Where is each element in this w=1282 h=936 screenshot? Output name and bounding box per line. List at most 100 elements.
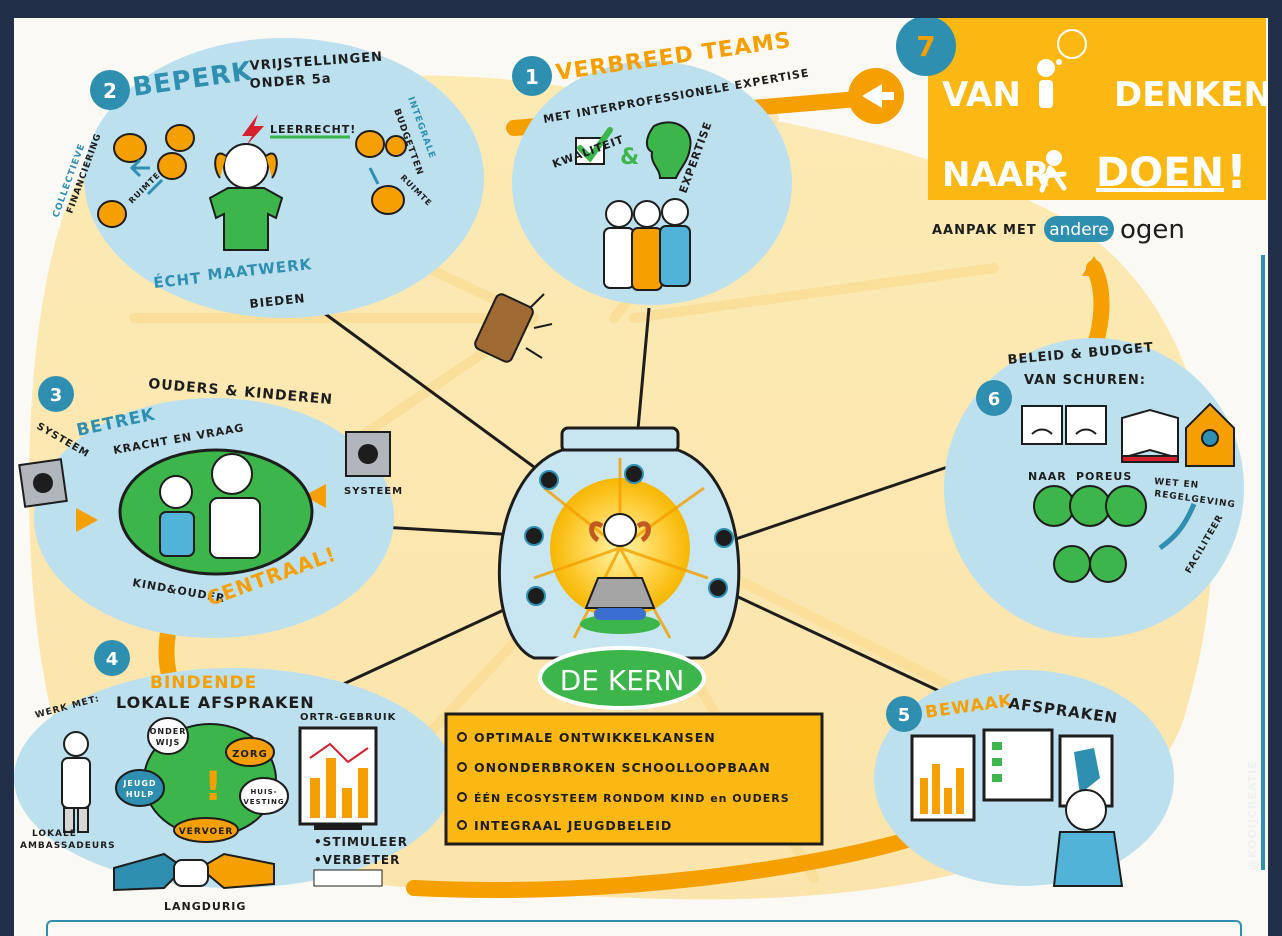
step2-bubble — [84, 38, 484, 318]
pointer-arrow-icon — [242, 114, 264, 146]
credit-label: @KOOIJCREATIE — [1246, 760, 1259, 870]
step1-ampersand: & — [620, 145, 639, 170]
step1-bubble — [512, 61, 792, 305]
onderwijs-bubble — [147, 717, 189, 755]
parent-child-icon — [159, 453, 261, 559]
kern-item: ONONDERBROKEN SCHOOLLOOPBAAN — [474, 760, 771, 775]
infographic: 7 VAN DENKEN NAAR DOEN ! AANPAK MET ande… — [14, 18, 1268, 913]
kern-list: OPTIMALE ONTWIKKELKANSEN ONONDERBROKEN S… — [457, 730, 790, 833]
step7-naar: NAAR — [942, 155, 1049, 195]
dashboard-screens-icon — [910, 728, 1114, 822]
step7-caption-a: AANPAK MET — [932, 223, 1037, 238]
triangle-arrow-right — [304, 484, 326, 508]
step4-stimuleer: •STIMULEER — [314, 835, 408, 849]
gear-icon-left — [18, 458, 68, 508]
running-person-icon — [1039, 150, 1067, 193]
step4-verbeter: •VERBETER — [314, 853, 400, 867]
step3-systeem-right: SYSTEEM — [344, 486, 403, 497]
ambassador-person-icon — [61, 731, 91, 833]
step4-onderwijs-b: WIJS — [156, 738, 181, 747]
ruler-icon — [313, 869, 383, 887]
kern-item: ÉÉN ECOSYSTEEM RONDOM KIND en OUDERS — [474, 792, 790, 805]
step1-badge — [512, 56, 552, 96]
de-kern-pill — [538, 646, 706, 710]
bottom-strip — [46, 920, 1242, 936]
step6-wet-a: WET EN — [1154, 477, 1200, 491]
team-people-icon — [603, 198, 691, 291]
step4-ambassadeurs-a: LOKALE — [32, 829, 77, 839]
cork-icon — [474, 293, 553, 363]
step6-badge — [976, 380, 1012, 416]
step4-jeugdhulp-a: JEUGD — [122, 779, 156, 788]
money-bag-icons — [97, 124, 407, 228]
step7-doen: DOEN — [1096, 150, 1224, 196]
step4-title-a: BINDENDE — [150, 673, 257, 693]
step6-poreus: POREUS — [1076, 470, 1132, 483]
huisvesting-bubble — [239, 777, 289, 815]
step7-badge — [896, 18, 956, 76]
step2-badge-number: 2 — [103, 79, 117, 103]
step7-van: VAN — [942, 75, 1021, 115]
step5-badge-number: 5 — [898, 705, 911, 726]
step3-badge — [38, 376, 74, 412]
step4-ortr: ORTR-GEBRUIK — [300, 712, 397, 723]
step4-badge — [94, 640, 130, 676]
step7-caption-pill-text: andere — [1049, 220, 1109, 240]
curved-arrow-icon — [1158, 503, 1197, 551]
step4-vervoer: VERVOER — [179, 827, 234, 837]
step7-exclamation: ! — [1226, 145, 1247, 199]
step3-badge-number: 3 — [50, 385, 63, 406]
step2-echt: ÉCHT — [152, 268, 202, 292]
law-book-icon — [1121, 408, 1179, 463]
step4-ambassadeurs-b: AMBASSADEURS — [20, 841, 116, 851]
step4-zorg: ZORG — [232, 749, 268, 760]
step4-title-b: LOKALE AFSPRAKEN — [116, 693, 315, 712]
step7-box — [928, 18, 1266, 200]
step6-naar: NAAR — [1028, 470, 1067, 483]
connector-lines — [313, 307, 975, 700]
head-puzzle-icon — [646, 121, 692, 179]
kern-item: INTEGRAAL JEUGDBELEID — [474, 818, 672, 833]
sad-boxes-icon — [1021, 405, 1107, 445]
step4-onderwijs-a: ONDER — [150, 727, 187, 736]
step4-langdurig: LANGDURIG — [164, 900, 246, 913]
step2-leerrecht: LEERRECHT! — [270, 123, 356, 136]
presenter-person-icon — [1052, 789, 1124, 887]
step7-caption-pill — [1044, 216, 1114, 242]
kern-list-box — [444, 712, 824, 846]
jar-connector-dots — [524, 464, 734, 606]
de-kern-label: DE KERN — [560, 664, 685, 697]
canvas: 7 VAN DENKEN NAAR DOEN ! AANPAK MET ande… — [14, 18, 1268, 936]
child-icon — [603, 513, 637, 547]
zorg-bubble — [225, 737, 275, 767]
step4-huisvesting-b: VESTING — [243, 798, 284, 806]
step1-badge-number: 1 — [525, 65, 539, 89]
arrow-left-icon — [862, 84, 894, 108]
kern-item: OPTIMALE ONTWIKKELKANSEN — [474, 730, 716, 745]
step6-badge-number: 6 — [988, 389, 1001, 410]
step7-denken: DENKEN — [1114, 75, 1268, 115]
step4-jeugdhulp-b: HULP — [126, 790, 154, 799]
step2-title-c: ONDER 5a — [249, 71, 332, 92]
vervoer-bubble — [173, 817, 239, 843]
thinking-person-icon — [1037, 29, 1087, 108]
gear-icon-right — [345, 431, 391, 477]
step2-badge — [90, 70, 130, 110]
step6-title-b: VAN SCHUREN: — [1024, 373, 1146, 388]
exclamation-mark: ! — [204, 764, 222, 810]
step5-badge — [886, 696, 922, 732]
building-icon — [1185, 402, 1235, 467]
step7-caption-b: ogen — [1120, 215, 1185, 245]
happy-faces-icon — [1033, 485, 1147, 583]
bar-chart-monitor-icon — [298, 726, 378, 830]
step2-bieden: BIEDEN — [249, 291, 306, 311]
handshake-icon — [113, 852, 275, 892]
jar — [497, 426, 741, 660]
step7-badge-number: 7 — [916, 30, 935, 63]
jeugdhulp-bubble — [115, 769, 165, 807]
arrow-up-icon — [1082, 256, 1106, 276]
step4-huisvesting-a: HUIS- — [250, 788, 277, 796]
child-tshirt-icon — [208, 143, 284, 251]
swap-arrows-icons — [129, 158, 380, 196]
step4-badge-number: 4 — [106, 649, 119, 670]
